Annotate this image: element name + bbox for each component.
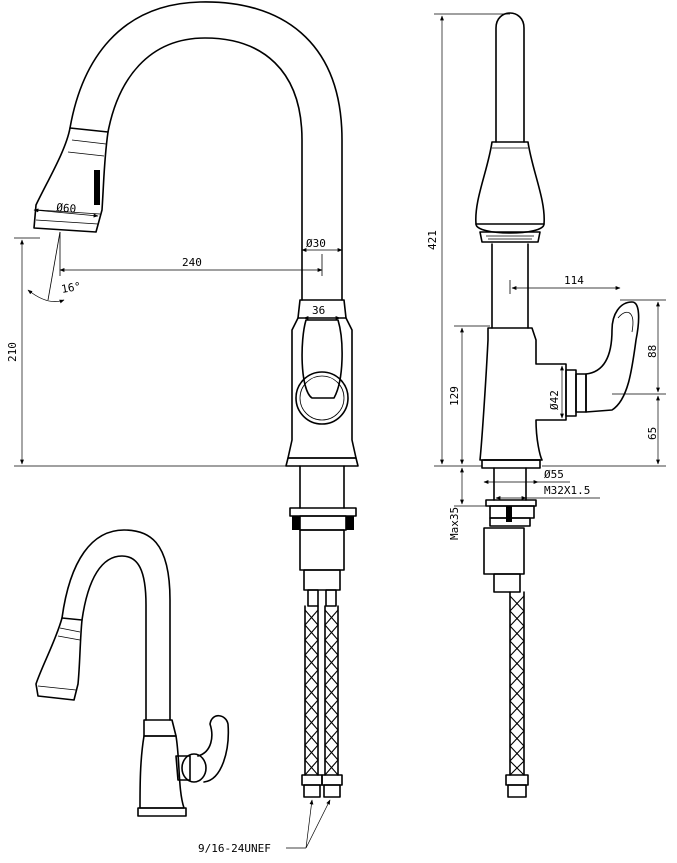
front-dimensions: Ø60 Ø30 240 16° 36 210: [6, 201, 343, 467]
dim-handle-reach: 114: [564, 274, 584, 287]
dim-thread: M32X1.5: [544, 484, 590, 497]
hose-connector-label: 9/16-24UNEF: [198, 842, 271, 855]
dim-spray-angle: 16°: [60, 280, 82, 296]
front-hoses: [301, 605, 343, 798]
front-handle: [301, 319, 343, 399]
dim-handle-height: 88: [646, 345, 659, 358]
side-spray-head: [475, 141, 545, 225]
dim-spout-height: 210: [6, 342, 19, 362]
dim-max-deck: Max35: [448, 507, 461, 540]
perspective-view: [35, 529, 230, 817]
side-body: [479, 327, 567, 461]
front-spout-outer: [69, 1, 343, 301]
side-handle: [585, 301, 640, 413]
perspective-spray-head: [35, 617, 83, 701]
dim-base-dia: Ø55: [544, 468, 564, 481]
dim-reach: 240: [182, 256, 202, 269]
side-hoses: [505, 591, 529, 798]
front-spray-head: [33, 127, 109, 233]
side-view: [475, 12, 640, 798]
dim-spout-dia: Ø30: [306, 237, 326, 250]
perspective-spout: [61, 529, 171, 721]
dim-body-height: 129: [448, 386, 461, 406]
perspective-handle: [197, 714, 230, 783]
side-spout: [495, 12, 525, 143]
side-dimensions: 421 114 88 65 129 Ø42 Ø55 M32X1.5 Max35: [426, 13, 666, 540]
front-spout-inner: [107, 37, 303, 301]
dim-spray-dia: Ø60: [56, 201, 77, 216]
front-view: [33, 1, 359, 798]
dim-handle-base: 36: [312, 304, 325, 317]
dim-body-dia: Ø42: [548, 390, 561, 410]
hose-connector-callout: 9/16-24UNEF: [198, 799, 331, 855]
dim-handle-base-height: 65: [646, 427, 659, 440]
dim-total-height: 421: [426, 230, 439, 250]
